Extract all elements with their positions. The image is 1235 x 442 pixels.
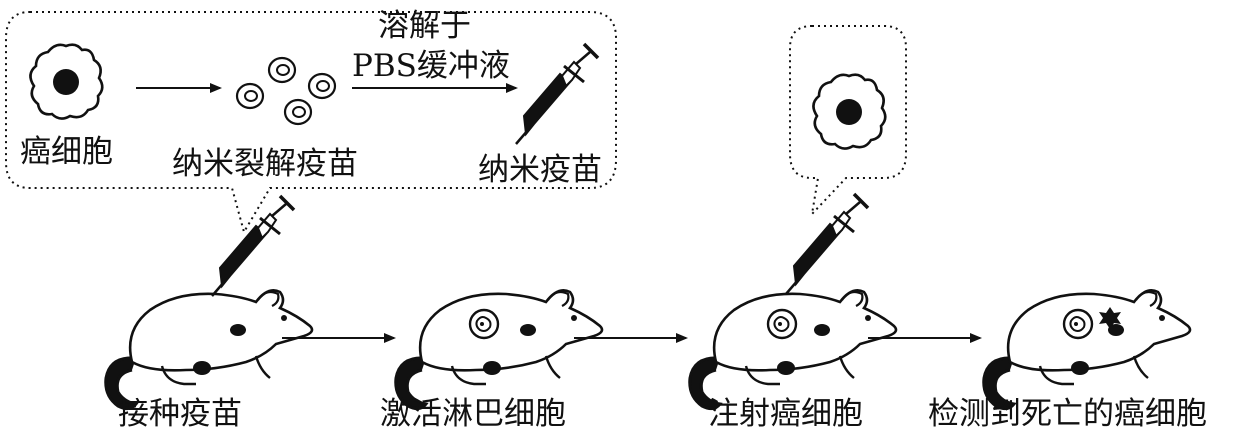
mouse-icon-1	[106, 290, 312, 408]
arrow-label-line1: 溶解于	[378, 8, 471, 44]
syringe-icon-3	[786, 194, 868, 294]
mouse-icon-4	[984, 290, 1190, 408]
cancer-cell-icon	[30, 45, 102, 119]
lymphocyte-icon-4	[1064, 310, 1092, 338]
arrow-label-line2: PBS缓冲液	[352, 48, 510, 84]
mouse-icon-2	[396, 290, 602, 408]
lymphocyte-icon-3	[768, 310, 796, 338]
nano-lysate-vesicles-icon	[237, 58, 335, 124]
step-label-1: 接种疫苗	[118, 396, 242, 432]
nano-vaccine-syringe-icon	[516, 44, 598, 144]
lysate-label: 纳米裂解疫苗	[172, 146, 358, 182]
step-label-4: 检测到死亡的癌细胞	[928, 396, 1207, 432]
mouse-icon-3	[690, 290, 896, 408]
syringe-icon-1	[212, 196, 294, 296]
vaccine-label: 纳米疫苗	[478, 152, 602, 188]
cancer-cell-label: 癌细胞	[20, 134, 113, 170]
step-label-2: 激活淋巴细胞	[380, 396, 566, 432]
cancer-cell-icon-2	[813, 75, 885, 149]
step-label-3: 注射癌细胞	[708, 396, 863, 432]
lymphocyte-icon-2	[470, 310, 498, 338]
